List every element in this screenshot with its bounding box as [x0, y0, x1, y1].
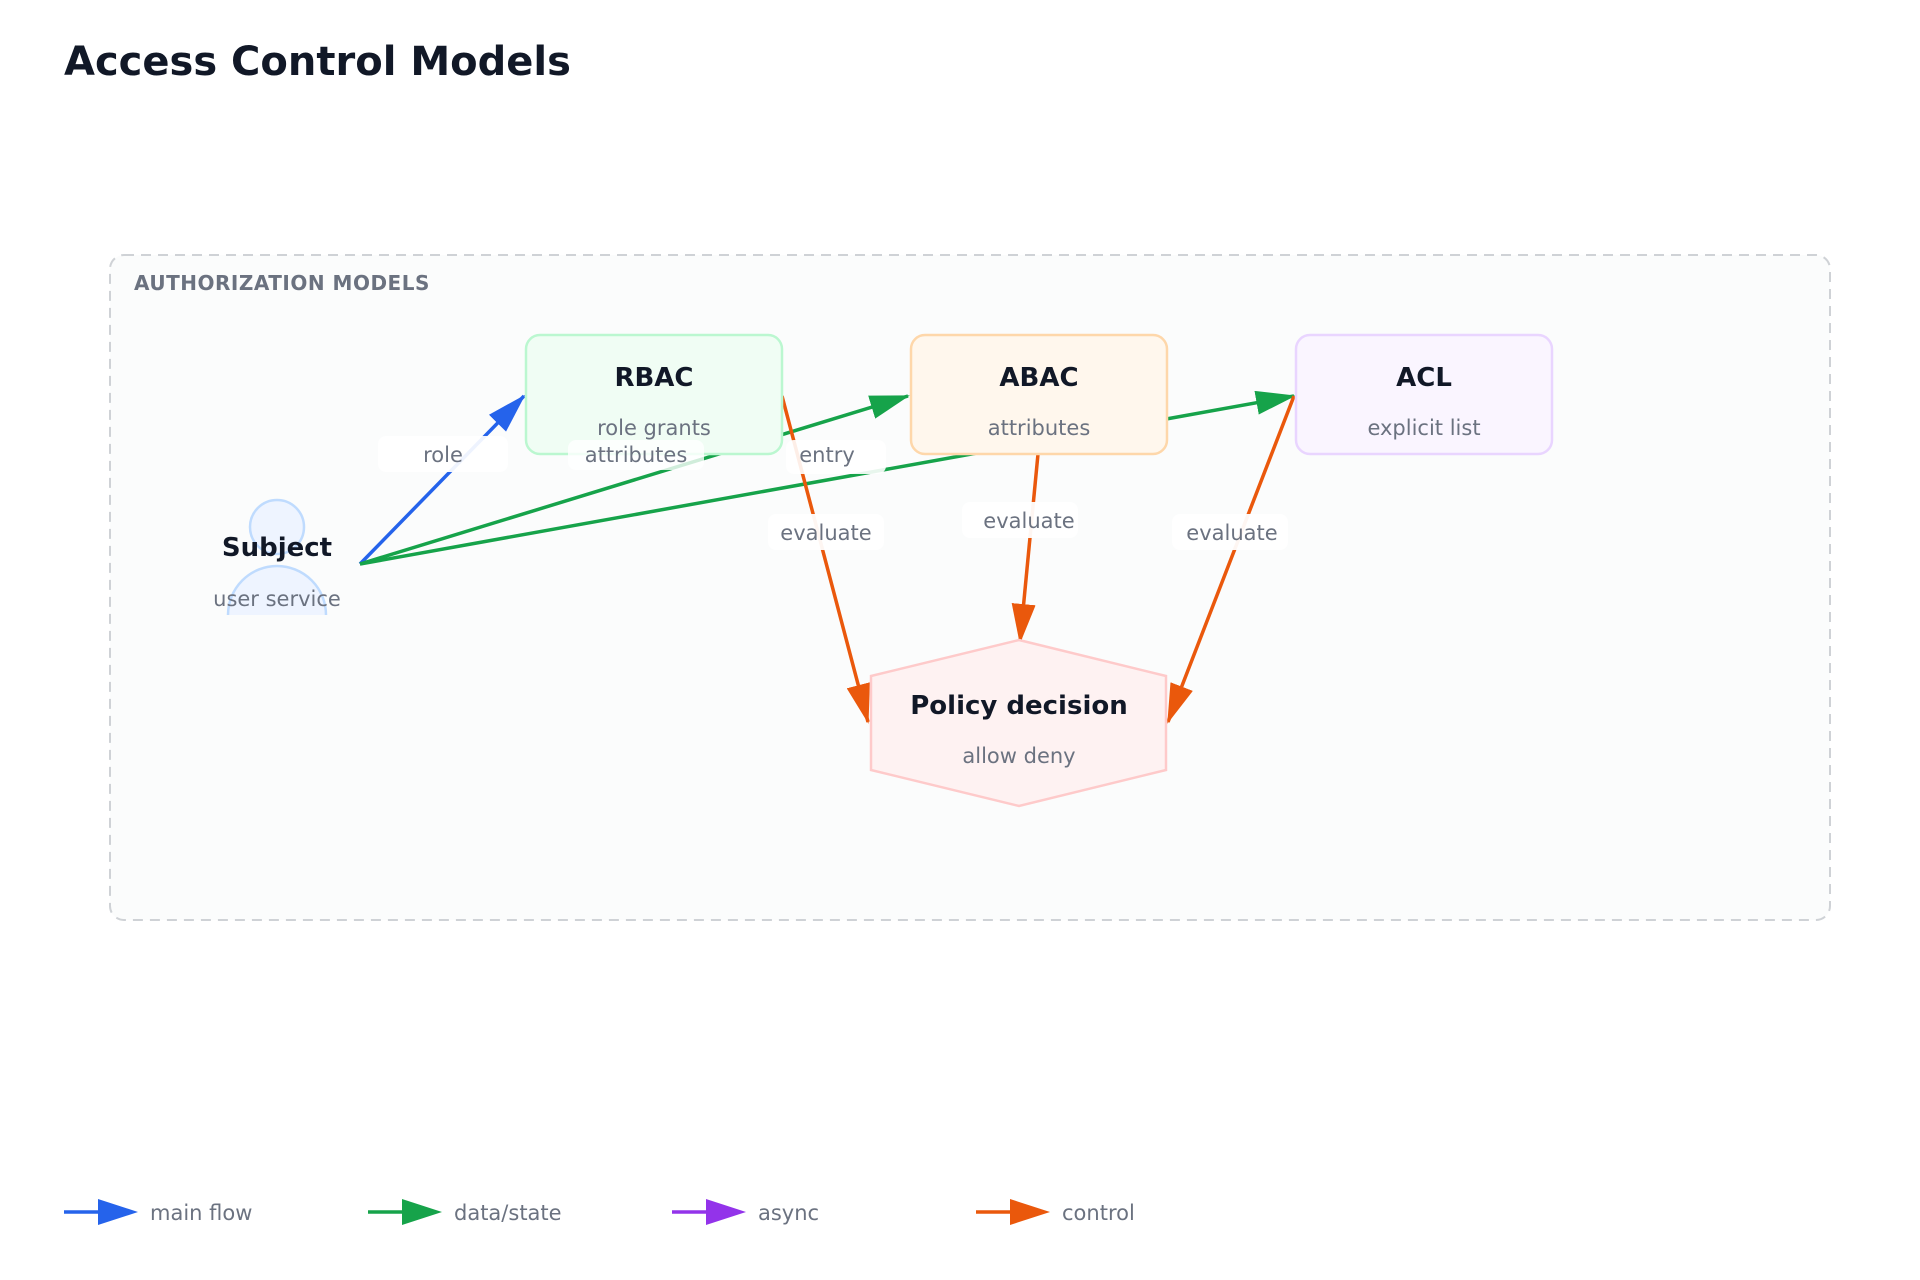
subject-title: Subject: [222, 533, 332, 563]
abac-title: ABAC: [999, 363, 1078, 393]
acl-subtitle: explicit list: [1367, 416, 1480, 440]
node-subject[interactable]: Subject user service: [213, 498, 341, 616]
legend-arrow-icon: [1010, 1199, 1050, 1225]
legend-item-async: async: [672, 1199, 819, 1225]
node-policy-decision[interactable]: Policy decision allow deny: [869, 638, 1168, 808]
rbac-subtitle: role grants: [597, 416, 711, 440]
legend-label: main flow: [150, 1201, 252, 1225]
node-rbac[interactable]: RBAC role grants: [524, 333, 784, 456]
edge-acl-policy[interactable]: [1166, 395, 1296, 724]
acl-title: ACL: [1396, 363, 1452, 393]
legend-arrow-icon: [98, 1199, 138, 1225]
edge-labels: role attributes entry evaluate evaluate …: [378, 436, 1288, 550]
legend-item-main-flow: main flow: [64, 1199, 252, 1225]
legend-item-control: control: [976, 1199, 1135, 1225]
policy-hexagon: [869, 638, 1168, 808]
policy-title: Policy decision: [910, 691, 1127, 721]
edge-label-evaluate-acl: evaluate: [1186, 521, 1277, 545]
edge-label-role: role: [423, 443, 463, 467]
edge-label-evaluate-abac: evaluate: [983, 509, 1074, 533]
legend-item-data-state: data/state: [368, 1199, 562, 1225]
edge-subject-abac[interactable]: [359, 394, 910, 566]
legend-arrow-icon: [706, 1199, 746, 1225]
legend-label: async: [758, 1201, 819, 1225]
page-title: Access Control Models: [64, 39, 571, 85]
subject-subtitle: user service: [213, 587, 341, 611]
rbac-title: RBAC: [614, 363, 693, 393]
edge-subject-rbac[interactable]: [358, 394, 526, 566]
node-abac[interactable]: ABAC attributes: [909, 333, 1169, 456]
abac-subtitle: attributes: [988, 416, 1091, 440]
legend-label: data/state: [454, 1201, 562, 1225]
edge-label-evaluate-rbac: evaluate: [780, 521, 871, 545]
edge-label-attributes: attributes: [585, 443, 688, 467]
legend-arrow-icon: [402, 1199, 442, 1225]
acl-box: [1294, 333, 1554, 456]
policy-subtitle: allow deny: [962, 744, 1075, 768]
person-icon: [226, 498, 328, 616]
legend: main flow data/state async control: [64, 1199, 1135, 1225]
edge-abac-policy[interactable]: [1011, 453, 1040, 644]
group-label: AUTHORIZATION MODELS: [134, 271, 430, 295]
abac-box: [909, 333, 1169, 456]
edge-label-entry: entry: [799, 443, 855, 467]
legend-label: control: [1062, 1201, 1135, 1225]
node-acl[interactable]: ACL explicit list: [1294, 333, 1554, 456]
